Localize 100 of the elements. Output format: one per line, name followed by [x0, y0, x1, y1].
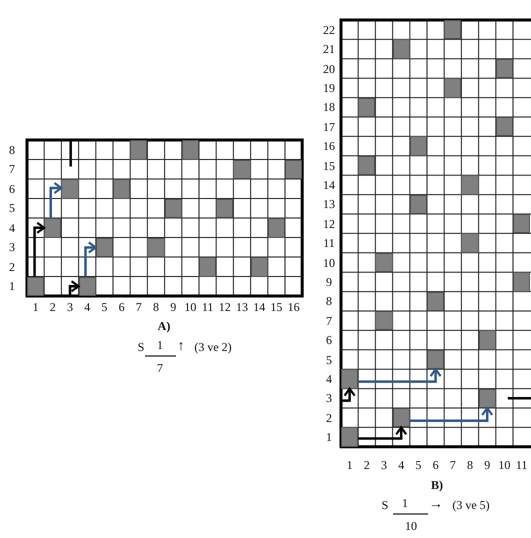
axis-number: 1: [9, 280, 15, 292]
arrow: [358, 426, 408, 440]
axis-number: 8: [467, 459, 473, 471]
shaded-cell: [513, 214, 530, 234]
shaded-cell: [392, 408, 410, 428]
shaded-cell: [375, 311, 393, 330]
formula-text: 10: [405, 520, 417, 532]
shaded-cell: [392, 39, 410, 59]
axis-number: 9: [170, 301, 176, 313]
axis-number: 1: [346, 459, 353, 471]
shaded-cell: [285, 160, 302, 179]
axis-number: 2: [9, 260, 15, 273]
axis-number: 14: [323, 178, 335, 191]
arrow: [358, 368, 442, 383]
axis-number: 2: [326, 412, 332, 424]
axis-number: 4: [84, 301, 90, 313]
arrow: [68, 280, 80, 294]
axis-number: 6: [118, 301, 125, 313]
axis-number: 9: [484, 459, 490, 471]
formula-symbol: →: [429, 498, 443, 512]
shaded-cell: [427, 292, 444, 311]
arrow: [33, 222, 46, 276]
shaded-cell: [496, 117, 513, 136]
axis-number: 10: [184, 301, 196, 313]
formula-text: 7: [157, 362, 163, 374]
axis-number: 19: [323, 82, 335, 94]
axis-number: 1: [32, 301, 39, 313]
shaded-cell: [461, 175, 479, 195]
axis-number: 6: [432, 459, 439, 471]
axis-number: 18: [323, 101, 335, 114]
formula-text: 1: [402, 497, 408, 509]
axis-number: 16: [288, 301, 300, 313]
axis-number: 11: [516, 459, 528, 471]
axis-number: 5: [9, 202, 15, 214]
shaded-cell: [268, 218, 285, 238]
shaded-cell: [358, 98, 376, 117]
shaded-cell: [427, 350, 444, 370]
shaded-cell: [341, 369, 358, 389]
axis-number: 3: [9, 241, 15, 254]
axis-number: 22: [323, 24, 335, 36]
shaded-cell: [44, 218, 62, 238]
axis-number: 9: [326, 276, 332, 288]
axis-number: 7: [326, 314, 332, 327]
shaded-cell: [375, 252, 393, 272]
formula-text: 1: [157, 339, 163, 351]
axis-number: 16: [323, 140, 335, 152]
axis-number: 14: [253, 301, 266, 313]
axis-number: 12: [323, 218, 335, 230]
shaded-cell: [410, 136, 427, 156]
arrow: [84, 241, 97, 276]
axis-number: 2: [364, 459, 370, 471]
axis-number: 6: [326, 334, 332, 346]
axis-number: 11: [323, 237, 335, 250]
axis-number: 5: [326, 354, 332, 366]
axis-number: 3: [67, 301, 73, 313]
axis-number: 4: [398, 459, 404, 471]
shaded-cell: [444, 20, 462, 40]
axis-number: 12: [218, 301, 231, 313]
shaded-cell: [199, 257, 216, 276]
axis-number: 8: [153, 301, 159, 313]
shaded-cell: [233, 160, 251, 179]
axis-number: 21: [323, 43, 335, 56]
shaded-cell: [444, 78, 462, 98]
axis-number: 1: [326, 431, 332, 444]
axis-number: 20: [323, 62, 335, 74]
axis-number: 13: [236, 301, 248, 313]
shaded-cell: [216, 198, 234, 218]
formula-text: (3 ve 5): [452, 499, 490, 511]
shaded-cell: [113, 179, 130, 198]
axis-number: 7: [9, 163, 15, 176]
shaded-cell: [513, 272, 530, 292]
formula-text: S: [138, 341, 144, 353]
formula-text: (3 ve 2): [194, 341, 232, 353]
panel-label: B): [431, 479, 443, 491]
shaded-cell: [341, 427, 358, 447]
axis-number: 10: [323, 256, 335, 268]
axis-number: 5: [415, 459, 422, 471]
shaded-cell: [250, 257, 268, 276]
axis-number: 7: [136, 301, 142, 313]
shaded-cell: [130, 140, 148, 160]
shaded-cell: [478, 330, 496, 350]
arrow: [342, 388, 356, 402]
axis-number: 4: [326, 372, 332, 385]
axis-number: 15: [323, 160, 335, 172]
axis-number: 7: [450, 459, 456, 471]
panel-label: A): [158, 320, 170, 332]
axis-number: 15: [270, 301, 282, 313]
axis-number: 10: [498, 459, 510, 471]
axis-number: 8: [9, 144, 15, 156]
axis-number: 6: [9, 182, 15, 195]
formula-symbol: ↑: [178, 340, 184, 354]
axis-number: 8: [326, 295, 332, 308]
axis-number: 13: [323, 198, 335, 210]
axis-number: 17: [323, 120, 335, 133]
shaded-cell: [27, 276, 44, 296]
axis-number: 11: [202, 301, 214, 313]
arrow: [49, 182, 62, 218]
axis-number: 3: [381, 459, 387, 471]
axis-number: 4: [9, 222, 15, 234]
arrow: [410, 406, 494, 422]
